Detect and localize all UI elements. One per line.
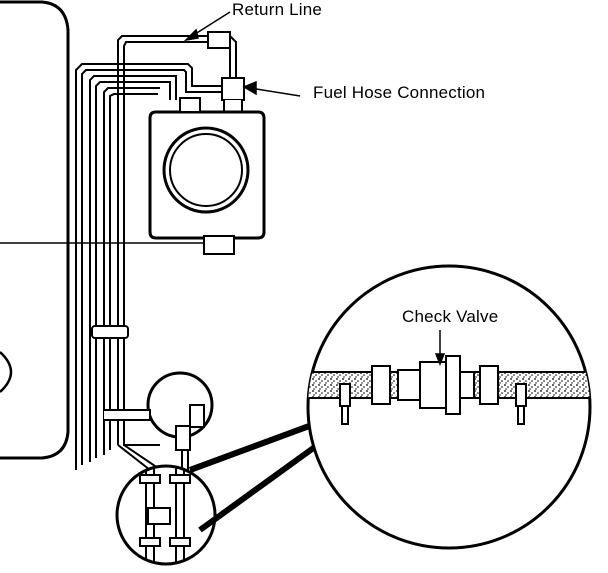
fuel-tank-outline	[0, 0, 70, 460]
check-valve-label: Check Valve	[402, 307, 499, 326]
fuel-pump	[104, 371, 214, 451]
return-line-connector	[207, 31, 245, 113]
leader-fuel-hose	[242, 80, 301, 97]
fuel-lines	[75, 35, 237, 470]
magnification-lines	[188, 419, 332, 533]
leader-return-line	[183, 11, 231, 42]
fuel-hose-connection-label: Fuel Hose Connection	[313, 83, 486, 102]
pipe-clamp	[91, 325, 129, 339]
leader-check-valve	[434, 330, 446, 367]
check-valve-inset	[306, 264, 592, 550]
return-line-label: Return Line	[232, 0, 323, 19]
small-inset-circle	[115, 464, 217, 566]
carburetor-housing	[148, 97, 266, 255]
